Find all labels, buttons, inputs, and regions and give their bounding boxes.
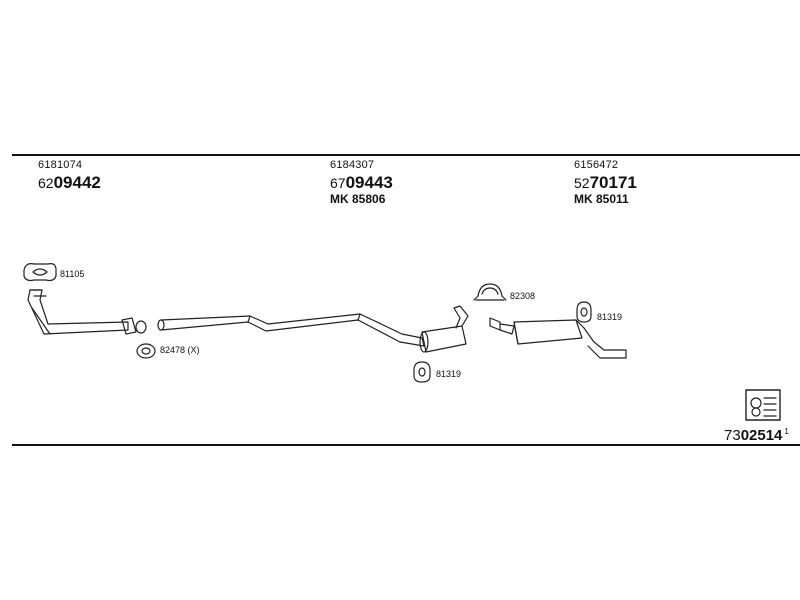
callout-gasket: 81105 bbox=[60, 269, 85, 279]
u-clamp-icon bbox=[473, 283, 507, 301]
bottom-divider bbox=[12, 444, 800, 446]
rear-silencer-assembly: 6156472 5270171 MK 85011 bbox=[574, 159, 637, 206]
middle-silencer-ref: 6184307 bbox=[330, 159, 375, 171]
middle-silencer-assembly: 6184307 6709443 MK 85806 bbox=[330, 159, 393, 206]
rubber-hanger-icon bbox=[576, 301, 592, 323]
callout-clamp: 82308 bbox=[510, 291, 536, 301]
rear-silencer-mk: MK 85011 bbox=[574, 192, 629, 206]
front-pipe-ref: 6181074 bbox=[38, 159, 83, 171]
callout-hanger-mid: 81319 bbox=[436, 369, 462, 379]
front-pipe-code: 6209442 bbox=[38, 173, 101, 192]
front-pipe-assembly: 6181074 6209442 bbox=[38, 159, 101, 192]
middle-silencer-icon bbox=[419, 305, 469, 353]
rubber-hanger-icon bbox=[413, 361, 431, 383]
middle-silencer-code: 6709443 bbox=[330, 173, 393, 192]
rear-silencer-ref: 6156472 bbox=[574, 159, 619, 171]
callout-hanger-rear: 81319 bbox=[597, 312, 623, 322]
front-pipe-icon bbox=[27, 289, 147, 335]
top-divider bbox=[12, 154, 800, 156]
rear-silencer-code: 5270171 bbox=[574, 173, 637, 192]
rear-silencer-icon bbox=[489, 317, 627, 359]
middle-pipe-icon bbox=[157, 313, 425, 347]
gasket-icon bbox=[23, 263, 57, 282]
sealing-ring-icon bbox=[136, 343, 156, 359]
quality-badge-icon bbox=[745, 389, 781, 421]
callout-sealing-ring: 82478 (X) bbox=[160, 345, 200, 355]
middle-silencer-mk: MK 85806 bbox=[330, 192, 386, 206]
